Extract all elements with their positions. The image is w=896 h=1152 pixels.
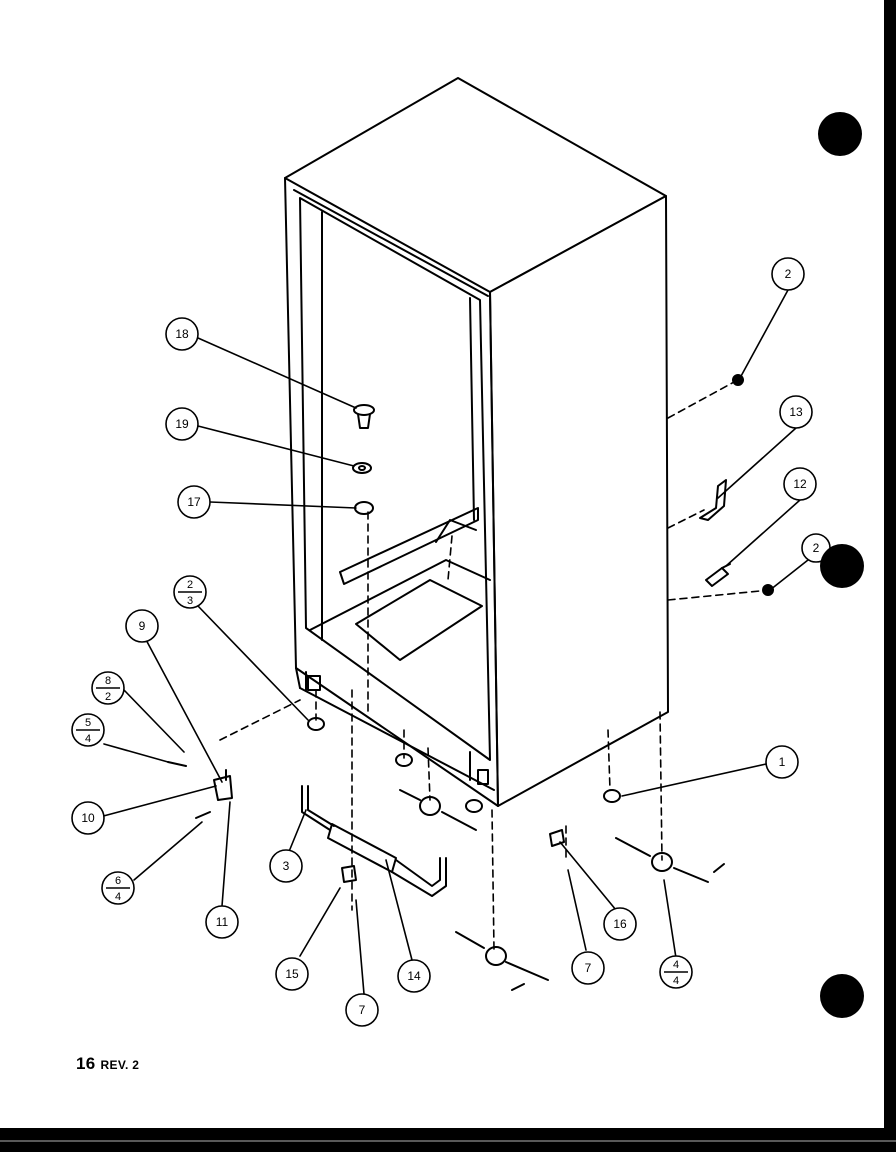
callout-17: 17 xyxy=(177,485,211,519)
screw-part-2-bottom xyxy=(762,584,774,596)
screw-part-6-4 xyxy=(195,811,211,819)
callout-9: 9 xyxy=(125,609,159,643)
hinge-part-10 xyxy=(167,761,233,801)
drain-tube-part-3 xyxy=(301,785,335,831)
callout-10: 10 xyxy=(71,801,105,835)
svg-text:9: 9 xyxy=(139,619,146,633)
svg-text:2: 2 xyxy=(105,691,111,703)
roller-rear-part-4 xyxy=(615,837,725,883)
scan-edge-bottom xyxy=(0,1128,896,1152)
drain-pan-part-14 xyxy=(327,823,447,897)
svg-text:10: 10 xyxy=(81,811,95,825)
callout-14: 14 xyxy=(397,959,431,993)
svg-text:4: 4 xyxy=(115,891,121,903)
cabinet-body xyxy=(284,77,669,807)
callout-3: 3 xyxy=(269,849,303,883)
binder-hole-top xyxy=(818,112,862,156)
svg-text:3: 3 xyxy=(187,595,193,607)
scan-edge-line xyxy=(0,1140,896,1142)
top-hinge-part-18 xyxy=(353,404,375,429)
callout-fraction-4-4: 4 4 xyxy=(659,955,693,989)
callout-19: 19 xyxy=(165,407,199,441)
callout-7-left: 7 xyxy=(345,993,379,1027)
svg-text:12: 12 xyxy=(793,477,807,491)
bracket-part-13 xyxy=(699,479,727,521)
svg-text:1: 1 xyxy=(779,755,786,769)
svg-text:3: 3 xyxy=(283,859,290,873)
leveler-part-2-3 xyxy=(307,717,325,731)
svg-text:14: 14 xyxy=(407,969,421,983)
page-reference-label: 16 REV. 2 xyxy=(76,1054,139,1074)
callout-fraction-8-2: 8 2 xyxy=(91,671,125,705)
callout-1: 1 xyxy=(765,745,799,779)
svg-text:4: 4 xyxy=(673,959,679,971)
svg-text:11: 11 xyxy=(216,915,229,929)
binder-holes xyxy=(818,112,864,1018)
svg-text:5: 5 xyxy=(85,717,91,729)
svg-text:7: 7 xyxy=(359,1003,366,1017)
roller-front-mid xyxy=(399,789,477,831)
clip-part-16 xyxy=(549,829,565,847)
callout-fraction-2-3: 2 3 xyxy=(173,575,207,609)
callout-18: 18 xyxy=(165,317,199,351)
bushing-part-17 xyxy=(354,501,374,515)
svg-text:16: 16 xyxy=(613,917,627,931)
svg-text:2: 2 xyxy=(813,541,820,555)
roller-front-bottom xyxy=(455,931,549,991)
callout-16: 16 xyxy=(603,907,637,941)
svg-text:8: 8 xyxy=(105,675,111,687)
svg-text:2: 2 xyxy=(187,579,193,591)
callout-12: 12 xyxy=(783,467,817,501)
svg-text:4: 4 xyxy=(673,975,679,987)
svg-text:17: 17 xyxy=(187,495,201,509)
callout-15: 15 xyxy=(275,957,309,991)
svg-text:7: 7 xyxy=(585,961,592,975)
screw-part-2-top xyxy=(732,374,744,386)
svg-text:13: 13 xyxy=(789,405,803,419)
binder-hole-middle xyxy=(820,544,864,588)
binder-hole-bottom xyxy=(820,974,864,1018)
svg-text:18: 18 xyxy=(175,327,189,341)
leveler-mid xyxy=(395,753,483,813)
callout-2-top: 2 xyxy=(771,257,805,291)
clip-part-15 xyxy=(341,865,357,883)
washer-part-19 xyxy=(352,462,372,474)
svg-text:19: 19 xyxy=(175,417,189,431)
svg-text:15: 15 xyxy=(285,967,299,981)
revision-label: REV. 2 xyxy=(100,1058,140,1072)
leg-part-1 xyxy=(603,789,621,803)
callout-11: 11 xyxy=(205,905,239,939)
svg-text:6: 6 xyxy=(115,875,121,887)
svg-text:2: 2 xyxy=(785,267,792,281)
stop-part-12 xyxy=(705,563,731,587)
callout-13: 13 xyxy=(779,395,813,429)
callout-7-right: 7 xyxy=(571,951,605,985)
callout-fraction-5-4: 5 4 xyxy=(71,713,105,747)
page-number: 16 xyxy=(76,1054,96,1073)
svg-text:4: 4 xyxy=(85,733,91,745)
scan-edge-right xyxy=(884,0,896,1152)
callout-fraction-6-4: 6 4 xyxy=(101,871,135,905)
